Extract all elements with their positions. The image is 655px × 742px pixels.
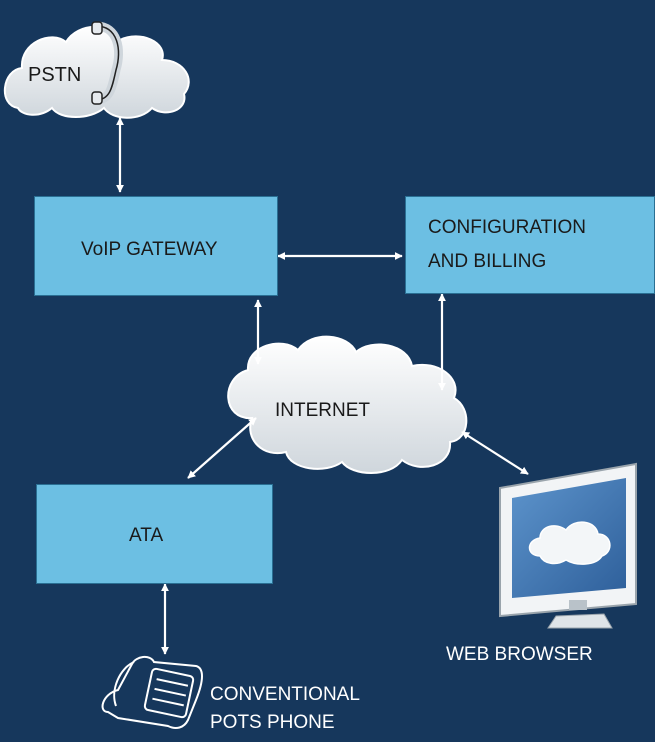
- pots-phone-label-line1: CONVENTIONAL: [210, 684, 360, 705]
- pstn-cloud-icon: [3, 25, 190, 119]
- ata-box: ATA: [36, 484, 273, 584]
- voip-gateway-label: VoIP GATEWAY: [81, 239, 218, 260]
- web-browser-label: WEB BROWSER: [446, 644, 593, 665]
- pots-phone-label-line2: POTS PHONE: [210, 712, 335, 733]
- config-label-line1: CONFIGURATION: [428, 217, 586, 238]
- config-label-line2: AND BILLING: [428, 251, 547, 272]
- arrow-internet-ata: [187, 417, 257, 479]
- configuration-billing-box: CONFIGURATION AND BILLING: [405, 196, 655, 294]
- desk-phone-icon: [101, 656, 203, 729]
- ata-label: ATA: [129, 525, 164, 546]
- telephone-handset-icon: [91, 21, 123, 105]
- monitor-icon: [499, 462, 637, 629]
- arrow-internet-browser: [461, 431, 529, 475]
- internet-label: INTERNET: [275, 400, 370, 421]
- internet-cloud-icon: [227, 335, 468, 474]
- voip-gateway-box: VoIP GATEWAY: [34, 196, 278, 296]
- pstn-label: PSTN: [28, 64, 82, 86]
